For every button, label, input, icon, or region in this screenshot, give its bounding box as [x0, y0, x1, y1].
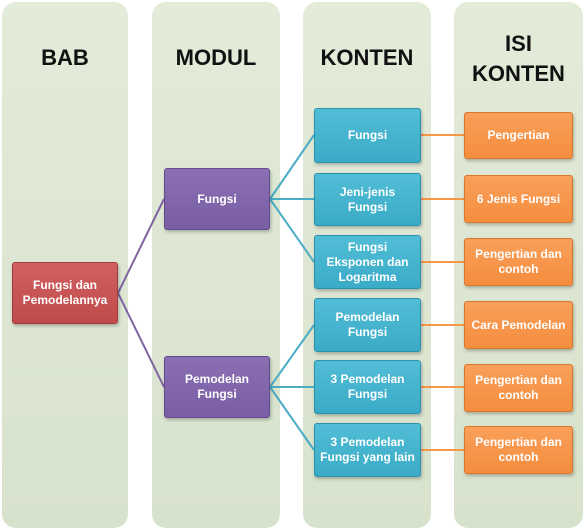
connector-bab-modul-pemodelan	[117, 292, 165, 388]
modul-box-fungsi: Fungsi	[164, 168, 270, 230]
column-title-isi-line1: ISI	[505, 31, 532, 56]
isi-box-cara-pemodelan: Cara Pemodelan	[464, 301, 573, 349]
connector-modul-pemodelan-konten-4	[269, 324, 315, 388]
isi-label: Cara Pemodelan	[471, 317, 566, 332]
konten-box-3-pemodelan-fungsi-lain: 3 Pemodelan Fungsi yang lain	[314, 423, 421, 477]
modul-label: Pemodelan Fungsi	[184, 372, 250, 401]
bab-box: Fungsi dan Pemodelannya	[12, 262, 118, 324]
konten-box-jenis-fungsi: Jeni-jenis Fungsi	[314, 173, 421, 226]
konten-label: 3 Pemodelan Fungsi	[330, 372, 405, 401]
isi-label: Pengertian dan contoh	[475, 247, 562, 276]
column-title-modul: MODUL	[175, 45, 257, 70]
konten-label: Fungsi Eksponen dan Logaritma	[326, 239, 409, 284]
konten-box-pemodelan-fungsi: Pemodelan Fungsi	[314, 298, 421, 352]
konten-box-eksponen-logaritma: Fungsi Eksponen dan Logaritma	[314, 235, 421, 289]
isi-box-pengertian-contoh-2: Pengertian dan contoh	[464, 364, 573, 412]
isi-box-pengertian-contoh-1: Pengertian dan contoh	[464, 238, 573, 286]
isi-label: Pengertian dan contoh	[475, 373, 562, 402]
konten-box-3-pemodelan-fungsi: 3 Pemodelan Fungsi	[314, 360, 421, 414]
isi-label: Pengertian dan contoh	[475, 435, 562, 464]
konten-label: Fungsi	[347, 128, 388, 142]
bab-label: Fungsi dan Pemodelannya	[22, 278, 108, 307]
connector-modul-fungsi-konten-1	[269, 134, 315, 200]
konten-label: 3 Pemodelan Fungsi yang lain	[320, 435, 415, 464]
isi-label: 6 Jenis Fungsi	[476, 191, 561, 206]
konten-label: Jeni-jenis Fungsi	[339, 184, 396, 214]
isi-box-6-jenis-fungsi: 6 Jenis Fungsi	[464, 175, 573, 223]
connector-bab-modul-fungsi	[117, 198, 165, 294]
modul-box-pemodelan-fungsi: Pemodelan Fungsi	[164, 356, 270, 418]
column-title-konten: KONTEN	[320, 45, 414, 70]
isi-box-pengertian-contoh-3: Pengertian dan contoh	[464, 426, 573, 474]
konten-box-fungsi: Fungsi	[314, 108, 421, 163]
isi-label: Pengertian	[487, 128, 550, 142]
modul-label: Fungsi	[197, 191, 237, 206]
column-title-bab: BAB	[41, 45, 89, 70]
column-modul: MODUL	[152, 2, 280, 528]
isi-box-pengertian: Pengertian	[464, 112, 573, 159]
konten-label: Pemodelan Fungsi	[335, 310, 400, 339]
connector-modul-pemodelan-konten-6	[269, 386, 315, 451]
connector-modul-fungsi-konten-3	[269, 198, 315, 263]
column-title-isi-line2: KONTEN	[472, 61, 565, 86]
